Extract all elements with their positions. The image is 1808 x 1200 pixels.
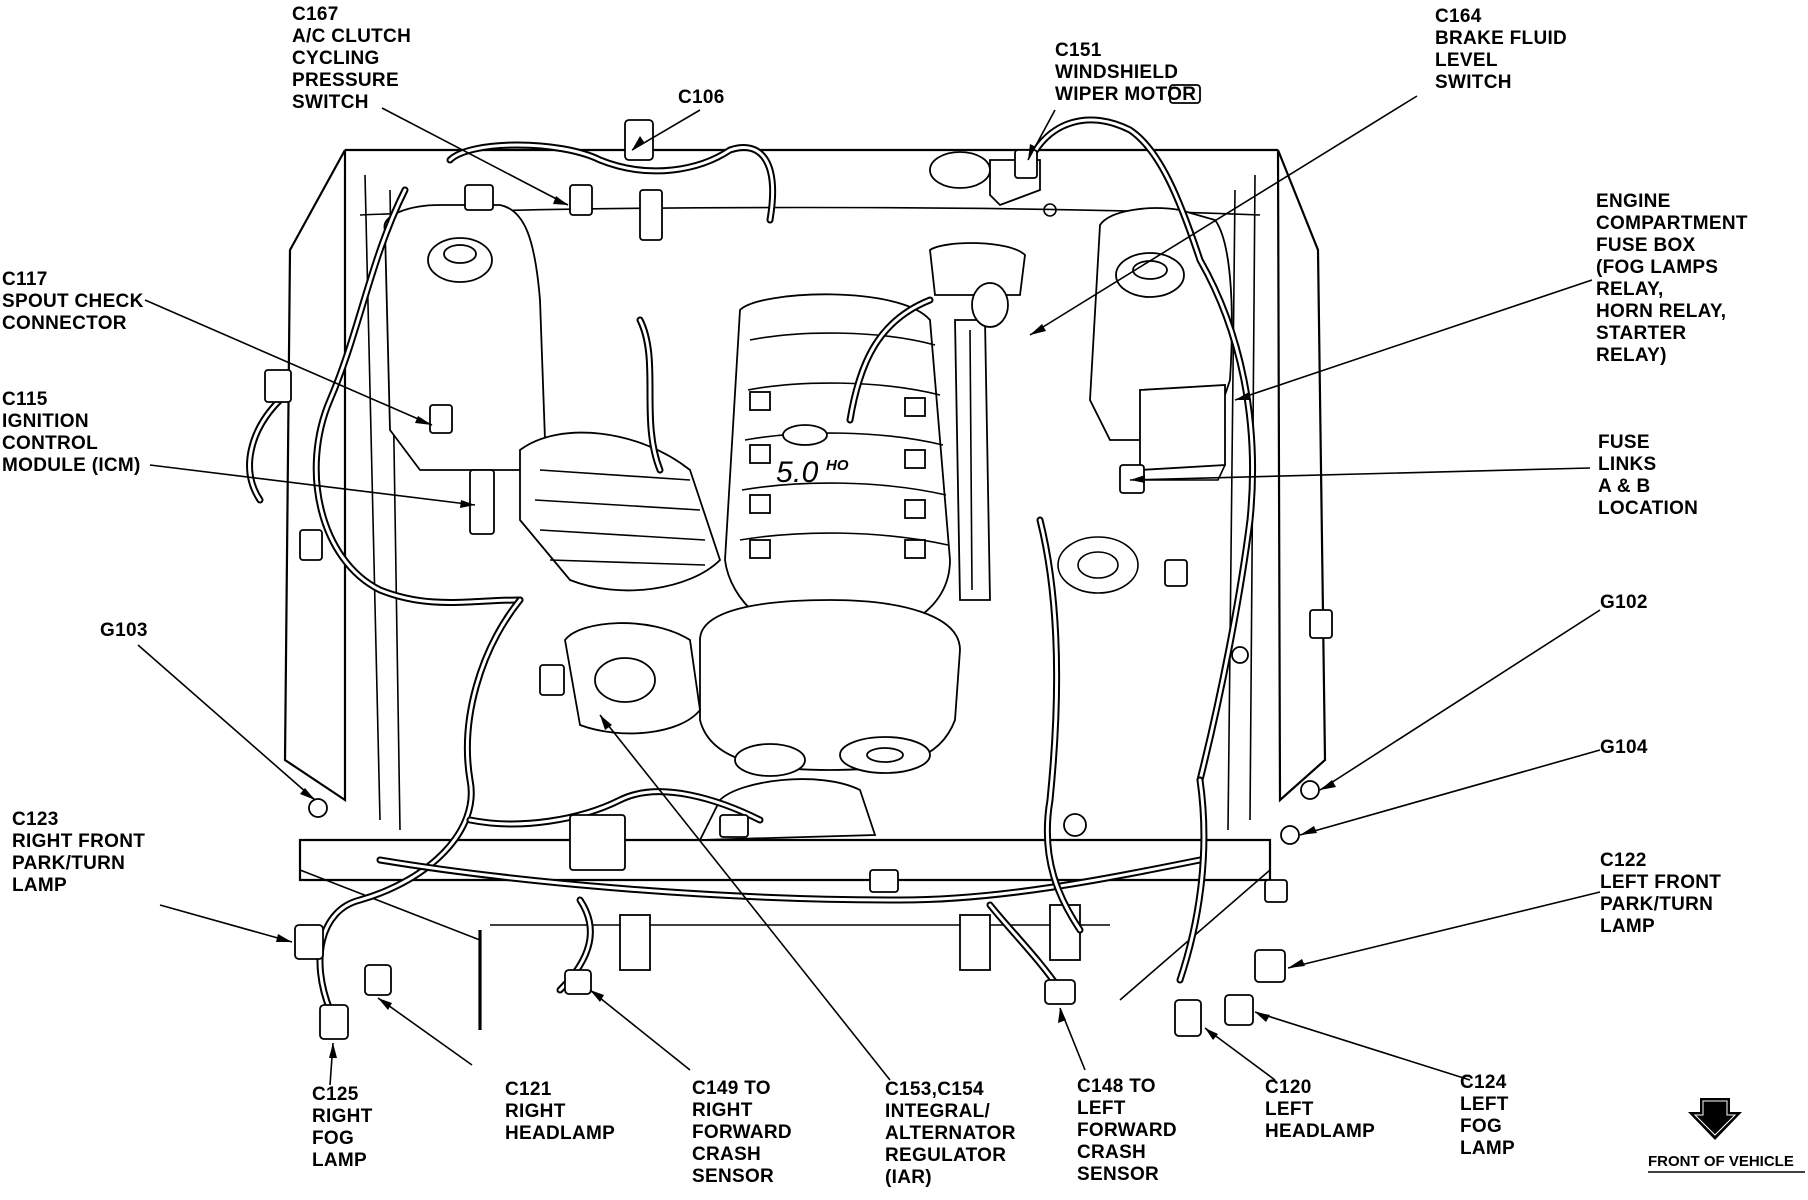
icm-module — [469, 469, 495, 535]
label-g102: G102 — [1600, 592, 1648, 613]
connectors — [264, 84, 1333, 1040]
g104-ground — [1280, 825, 1300, 845]
label-g103: G103 — [100, 620, 148, 641]
svg-text:G103: G103 — [100, 620, 148, 641]
fuse-box — [1139, 384, 1226, 471]
front-of-vehicle-indicator: FRONT OF VEHICLE — [1648, 1098, 1805, 1173]
label-c106: C106 — [678, 87, 725, 108]
c124-connector — [1224, 994, 1254, 1026]
g102-ground — [1300, 780, 1320, 800]
leader-lines — [137, 95, 1601, 1086]
c123-connector — [294, 924, 324, 960]
engine-badge: 5.0 HO — [776, 424, 849, 489]
svg-text:C106: C106 — [678, 87, 725, 108]
svg-text:G104: G104 — [1600, 737, 1648, 758]
c117-connector — [429, 404, 453, 434]
c120-connector — [1174, 999, 1202, 1037]
label-g104: G104 — [1600, 737, 1648, 758]
c164-connector — [1169, 84, 1201, 104]
engine-badge-suffix: HO — [826, 457, 849, 474]
c149-connector — [564, 969, 592, 995]
c121-connector — [364, 964, 392, 996]
wiring-harness — [246, 116, 1257, 1014]
c151-connector — [1014, 149, 1038, 179]
engine-block: 5.0 HO — [519, 151, 1226, 841]
front-of-vehicle-label: FRONT OF VEHICLE — [1648, 1153, 1794, 1170]
svg-text:G102: G102 — [1600, 592, 1648, 613]
c122-connector — [1254, 949, 1286, 983]
c148-connector — [1044, 979, 1076, 1005]
down-arrow-icon — [1688, 1098, 1742, 1140]
c167-connector — [569, 184, 593, 216]
c125-connector — [319, 1004, 349, 1040]
engine-badge-text: 5.0 — [776, 456, 819, 489]
g103-ground — [308, 798, 328, 818]
